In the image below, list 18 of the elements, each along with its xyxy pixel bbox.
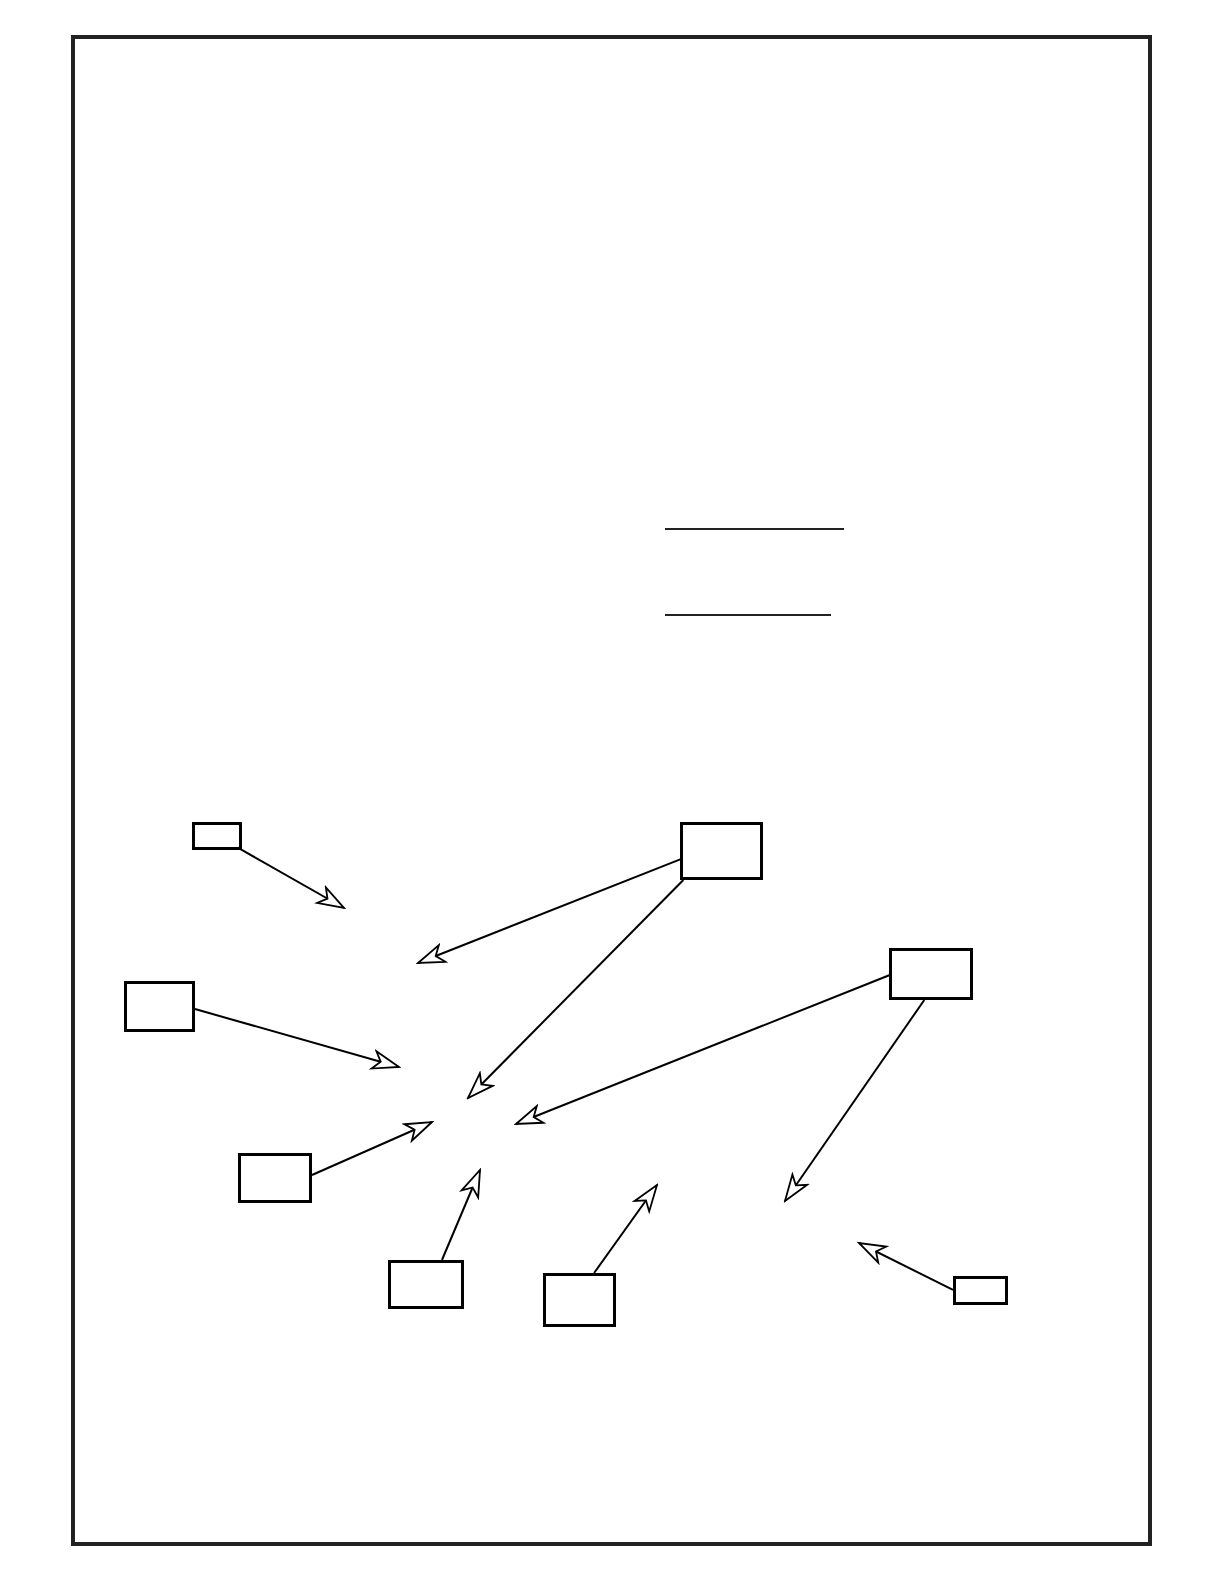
arrow [239, 847, 345, 909]
arrow [515, 974, 891, 1125]
arrow [440, 1169, 481, 1261]
arrow [784, 999, 926, 1202]
answer-box [238, 1153, 312, 1203]
answer-box [889, 948, 973, 1000]
arrow [194, 1008, 400, 1070]
answer-box [124, 981, 195, 1032]
answer-box [543, 1273, 616, 1327]
answer-box [192, 822, 242, 850]
answer-box [680, 822, 763, 880]
arrow [593, 1184, 658, 1274]
answer-box [388, 1260, 464, 1309]
arrow [417, 858, 682, 964]
arrow [311, 1121, 433, 1176]
arrow [467, 879, 685, 1099]
arrow [858, 1242, 954, 1291]
answer-box [953, 1276, 1008, 1305]
